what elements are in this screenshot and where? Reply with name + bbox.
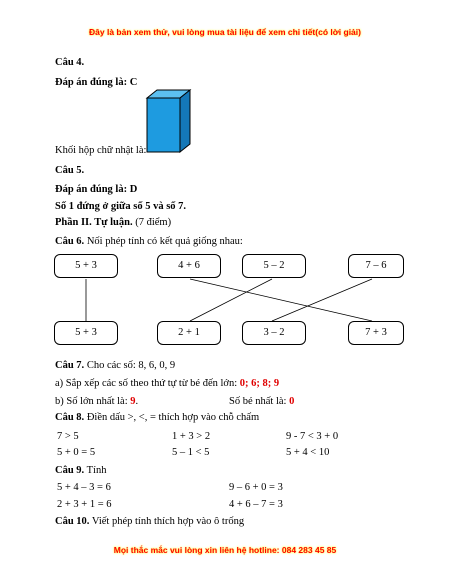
q9-cell: 4 + 6 – 7 = 3 <box>229 499 283 510</box>
q7-part-a: a) Sắp xếp các số theo thứ tự từ bé đến … <box>55 377 279 390</box>
q5-title: Câu 5. <box>55 165 85 176</box>
part2-title: Phần II. Tự luận. <box>55 217 133 228</box>
q9-text: Tính <box>86 465 107 476</box>
q6-top-box-3: 5 – 2 <box>242 254 306 278</box>
q7-b-answer: 9 <box>130 396 136 407</box>
q6-bottom-box-4: 7 + 3 <box>348 321 404 345</box>
rectangular-box-shape <box>145 88 192 154</box>
q10-title: Câu 10. <box>55 516 90 527</box>
q8-cell: 9 - 7 < 3 + 0 <box>286 431 339 442</box>
q6-top-box-4: 7 – 6 <box>348 254 404 278</box>
line-7minus6 <box>271 278 373 322</box>
q7-title: Câu 7. <box>55 360 85 371</box>
q9-cell: 2 + 3 + 1 = 6 <box>57 499 112 510</box>
q4-shape-caption: Khối hộp chữ nhật là: <box>55 145 147 156</box>
q6-heading: Câu 6. Nối phép tính có kết quả giống nh… <box>55 235 243 248</box>
q4-answer: Đáp án đúng là: C <box>55 77 138 88</box>
q8-cell: 5 + 0 = 5 <box>57 447 96 458</box>
q7-c-answer: 0 <box>289 396 295 407</box>
line-5minus2 <box>189 278 273 322</box>
q9-title: Câu 9. <box>55 465 85 476</box>
q7-c-label: Số bé nhất là: <box>229 396 287 407</box>
q8-cell: 5 – 1 < 5 <box>172 447 210 458</box>
part2-heading: Phần II. Tự luận. (7 điểm) <box>55 216 171 229</box>
q8-title: Câu 8. <box>55 412 85 423</box>
q8-cell: 7 > 5 <box>57 431 79 442</box>
q7-part-b: b) Số lớn nhất là: 9. <box>55 395 138 408</box>
q7-text: Cho các số: 8, 6, 0, 9 <box>86 360 176 371</box>
q6-text: Nối phép tính có kết quả giống nhau: <box>86 236 243 247</box>
q10-heading: Câu 10. Viết phép tính thích hợp vào ô t… <box>55 515 244 528</box>
q9-heading: Câu 9. Tính <box>55 464 106 477</box>
footer-notice: Mọi thắc mắc vui lòng xin liên hệ hotlin… <box>113 545 337 555</box>
q9-cell: 9 – 6 + 0 = 3 <box>229 482 283 493</box>
q9-cell: 5 + 4 – 3 = 6 <box>57 482 111 493</box>
q8-text: Điền dấu >, <, = thích hợp vào chỗ chấm <box>86 412 260 423</box>
q6-top-box-2: 4 + 6 <box>157 254 221 278</box>
part2-points: (7 điểm) <box>135 217 172 228</box>
q8-cell: 1 + 3 > 2 <box>172 431 211 442</box>
q7-b-end: . <box>135 396 139 407</box>
q7-heading: Câu 7. Cho các số: 8, 6, 0, 9 <box>55 359 175 372</box>
q7-part-c: Số bé nhất là: 0 <box>229 395 294 408</box>
q6-bottom-box-2: 2 + 1 <box>157 321 221 345</box>
q5-explanation: Số 1 đứng ở giữa số 5 và số 7. <box>55 201 187 212</box>
q8-heading: Câu 8. Điền dấu >, <, = thích hợp vào ch… <box>55 411 259 424</box>
q10-text: Viết phép tính thích hợp vào ô trống <box>91 516 245 527</box>
q8-cell: 5 + 4 < 10 <box>286 447 330 458</box>
q6-top-box-1: 5 + 3 <box>54 254 118 278</box>
q6-bottom-box-3: 3 – 2 <box>242 321 306 345</box>
q6-bottom-box-1: 5 + 3 <box>54 321 118 345</box>
q7-a-label: a) Sắp xếp các số theo thứ tự từ bé đến … <box>55 378 238 389</box>
q7-b-label: b) Số lớn nhất là: <box>55 396 128 407</box>
q5-answer: Đáp án đúng là: D <box>55 184 138 195</box>
q7-a-answer: 0; 6; 8; 9 <box>239 378 280 389</box>
header-notice: Đây là bản xem thử, vui lòng mua tài liệ… <box>89 27 361 37</box>
q6-title: Câu 6. <box>55 236 85 247</box>
line-4plus6 <box>189 278 373 322</box>
q4-title: Câu 4. <box>55 57 85 68</box>
